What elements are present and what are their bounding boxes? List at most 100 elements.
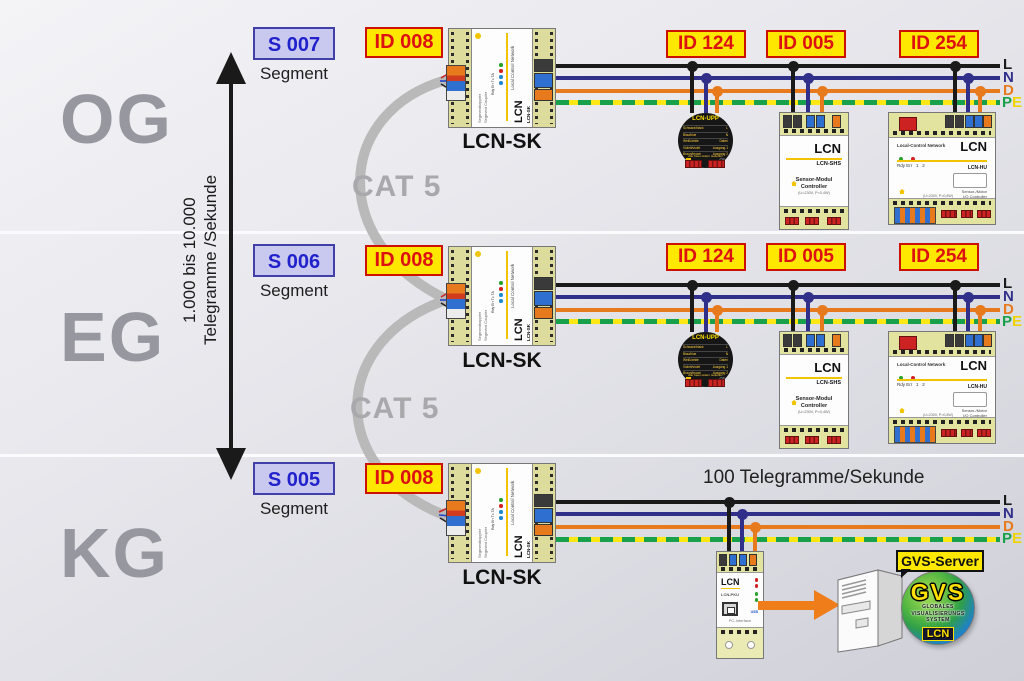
arrow-up-head: [216, 52, 246, 84]
wire-color: Weiß/white: [683, 139, 699, 144]
terminal-cell: [783, 115, 792, 128]
wire-color: Blau/blue: [683, 351, 697, 356]
model-label: LCN-HU: [967, 384, 987, 390]
terminal-l: [534, 59, 553, 72]
led-err: [911, 376, 915, 380]
usb-label: USB: [750, 610, 758, 614]
terminal-cell: [749, 554, 757, 566]
server-tower: [837, 569, 903, 653]
drop-wire: [704, 76, 708, 113]
bus-line-pe: [556, 537, 1000, 542]
dash-row: [721, 567, 759, 571]
led-ta: [499, 299, 503, 303]
device-spec: (U=230V, P=0,4W): [798, 191, 830, 195]
tower-button: [855, 617, 869, 629]
legend-row: Braun/brown Ausgang 2: [683, 151, 728, 158]
id-badge-005: ID 005: [766, 30, 846, 58]
junction-dot: [975, 86, 986, 97]
terminal-d: [534, 89, 553, 101]
terminal-strip-bottom: [780, 206, 848, 229]
wire-role: Ausgang 2: [712, 152, 728, 157]
module-header: Local Control Network: [510, 263, 515, 308]
terminal-n: [534, 291, 553, 306]
terminal-block-red: [977, 210, 991, 218]
led-ta: [499, 516, 503, 520]
usb-port-icon: [722, 602, 738, 616]
device-note: Alle freien Adern isolieren!: [688, 154, 723, 158]
usb-arrow-shaft: [758, 601, 816, 610]
floor-label-og: OG: [60, 80, 173, 158]
brand-logo: LCN: [513, 100, 525, 123]
house-icon: [899, 408, 905, 413]
din-rail-strip: [532, 29, 555, 127]
wire-role: Ausgang 2: [712, 371, 728, 376]
id-badge-005: ID 005: [766, 243, 846, 271]
bus-line-l: [556, 500, 1000, 504]
wire-color: Braun/brown: [683, 152, 702, 157]
terminal-cell: [832, 334, 841, 347]
led-tx: [499, 510, 503, 514]
led-ta: [499, 81, 503, 85]
terminal-cell: [974, 334, 983, 347]
terminal-strip-bottom: [889, 198, 995, 224]
junction-dot: [687, 280, 698, 291]
led-rdy: [499, 63, 503, 67]
module-body: Local Control Network Rdy Err Tx TA LCN …: [471, 464, 535, 562]
module-header: Local Control Network: [510, 480, 515, 525]
device-desc1: Sensor-/Motor: [961, 189, 987, 194]
terminal-block-red: [708, 160, 725, 168]
drop-wire: [953, 283, 957, 335]
terminal-block-red: [941, 210, 957, 218]
yellow-line: [786, 377, 842, 379]
junction-dot: [963, 292, 974, 303]
led-labels: Rdy Err Tx TA: [491, 291, 495, 313]
subtitle-en: Segment Coupler: [483, 91, 488, 123]
terminal-block-red: [977, 429, 991, 437]
subtitle-de: Segmentkoppler: [477, 528, 482, 558]
bus-line-n: [556, 76, 1000, 80]
led-err: [911, 157, 915, 161]
id-badge-008: ID 008: [365, 463, 443, 494]
terminal-block-red: [805, 436, 819, 444]
module-caption: LCN-SK: [462, 566, 542, 589]
wire-color: Blau/blue: [683, 132, 697, 137]
house-icon: [791, 400, 797, 405]
segment-badge-s006: S 006: [253, 244, 335, 277]
terminal-n: [534, 73, 553, 88]
id-badge-008: ID 008: [365, 245, 443, 276]
lcn-pku-device: LCN LCN-PKU USB PC-Interface: [716, 551, 764, 659]
terminal-cell: [806, 334, 815, 347]
bus-label-d: D: [1003, 82, 1014, 99]
dash-row: [893, 350, 991, 354]
bus-line-l: [556, 64, 1000, 68]
terminal-cell: [832, 115, 841, 128]
led-labels: Rdy Err Tx TA: [491, 508, 495, 530]
device-spec: (U=230V, P=0,8W): [922, 194, 953, 198]
brand-logo: LCN: [814, 141, 841, 156]
bus-line-n: [556, 512, 1000, 516]
yellow-line: [506, 33, 508, 121]
drop-wire: [727, 500, 731, 556]
drop-wire: [715, 308, 719, 332]
wire-color: Schwarz/black: [683, 126, 704, 130]
gvs-sub3: SYSTEM: [926, 617, 950, 623]
lcn-sk-module: Local Control Network Rdy Err Tx TA LCN …: [446, 463, 556, 563]
terminal-block-red: [805, 217, 819, 225]
lcn-shs-device: LCN LCN-SHS Sensor-Modul Controller (U=2…: [779, 331, 849, 449]
terminal-d: [534, 307, 553, 319]
module-body: Local Control Network Rdy Err Tx TA LCN …: [471, 247, 535, 345]
terminal-strip-top: [889, 113, 995, 138]
screw-hole: [725, 641, 733, 649]
device-desc: PC-Interface: [728, 618, 752, 623]
terminal-cell: [945, 334, 954, 347]
terminal-block-red: [827, 436, 841, 444]
lcn-sk-module: Local Control Network Rdy Err Tx TA LCN …: [446, 28, 556, 128]
module-header: Local-Control Network: [897, 362, 946, 367]
terminal-strip-bottom: [780, 425, 848, 448]
wire-role: N: [725, 132, 728, 137]
